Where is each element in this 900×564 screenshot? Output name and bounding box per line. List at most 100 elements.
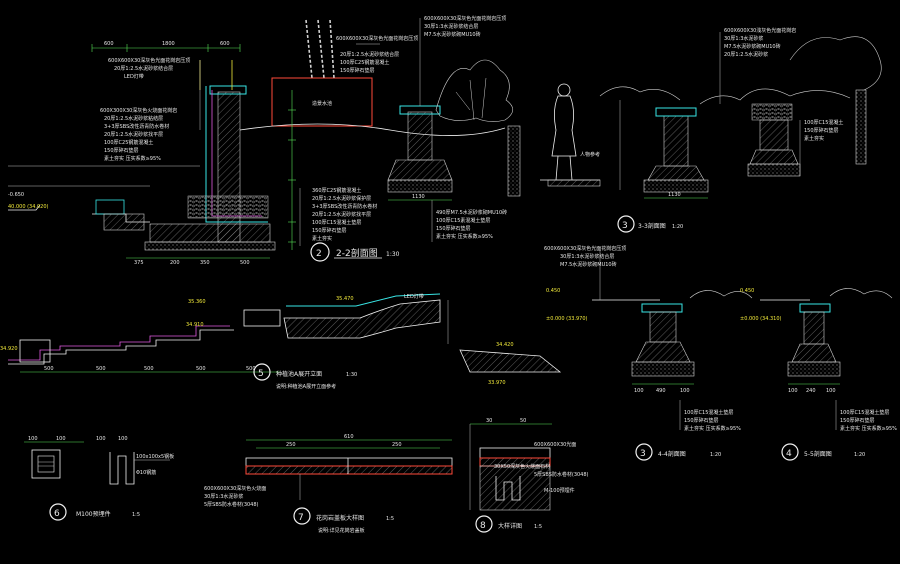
s3-pier-body [663, 115, 689, 167]
elevation-e5: 34.910 [186, 322, 204, 328]
pier-footing [387, 159, 453, 181]
person-icon [551, 83, 577, 181]
m100-embed [495, 476, 521, 501]
callout-s3-4: 20厚1:2.5水泥砂浆 [724, 51, 768, 58]
detail-7: 610 250 250 600X600X30深灰色火烧面 30厚1:3水泥砂浆 … [204, 434, 453, 534]
callout-s4-top1: 600X600X30深灰色光面花岗岩压顶 [544, 245, 626, 252]
wall-coping [209, 85, 247, 95]
dim-s6-3: 100 [96, 436, 106, 442]
callout-side-3: 100厚C25钢筋混凝土 [340, 59, 389, 66]
s7-note: 说明:详见花岗岩盖板 [318, 527, 365, 534]
dim-s2-2: 200 [170, 260, 180, 266]
callout-s2b-6: 150厚碎石垫层 [312, 227, 347, 234]
dim-s2-4: 500 [240, 260, 250, 266]
plate-section [109, 452, 135, 485]
dim-s5-1: 500 [44, 366, 54, 372]
section-title: 4-4剖面图 [658, 450, 686, 458]
callout-s3-6: 150厚碎石垫层 [804, 127, 839, 134]
dim-s4-2: 490 [656, 388, 666, 394]
top-dimension-line: 600 1800 600 [91, 41, 241, 52]
section-scale: 1:20 [672, 224, 683, 230]
callout-mid-7: 素土夯实 压实系数≥95% [436, 233, 493, 240]
plate-plan [31, 449, 61, 479]
elevation-e12: -0.650 [8, 192, 24, 198]
section-number: 7 [298, 513, 304, 523]
section-title-3-3: 3 3-3剖面图 1:20 [617, 215, 683, 233]
callout-left-1: 600X600X30深灰色光面花岗岩压顶 [108, 57, 190, 64]
callout-s8-3: 5厚SBS防水卷材(3048) [534, 471, 589, 478]
base-slab [149, 223, 271, 243]
dim-s7-2: 250 [392, 442, 402, 448]
dim-s8-2: 50 [520, 418, 526, 424]
section-title-6: 6 M100预埋件 1:5 [49, 503, 140, 521]
section-title-2-2: 2 2-2剖面图 1:30 [310, 242, 400, 262]
dim-mid: 1130 [412, 194, 425, 200]
s2-bottom-dims: 375 200 350 500 [126, 257, 270, 266]
callout-s7-1: 600X600X30深灰色火烧面 [204, 485, 266, 492]
ramp-slab [459, 349, 562, 373]
section-5-5: 0.450 ±0.000 (34.310) 100 240 100 100厚C1… [740, 288, 897, 461]
callout-s2b-3: 3+3厚SBS改性沥青防水卷材 [312, 203, 377, 210]
section-number: 6 [54, 509, 60, 519]
elevation-e1: 40.000 (34.020) [8, 204, 49, 210]
callout-s2b-7: 素土夯实 [312, 235, 332, 242]
post [507, 125, 521, 197]
detail-8: 30 50 30X50深灰色火烧面石材 600X600X30光面 5厚SBS防水… [469, 418, 589, 533]
callout-s5b-2: 150厚碎石垫层 [840, 417, 875, 424]
s4-shrub-icon [689, 290, 753, 299]
callout-s8-1: 30X50深灰色火烧面石材 [494, 463, 550, 470]
stone-cap [479, 447, 551, 459]
callout-s4-3: 素土夯实 压实系数≥95% [684, 425, 741, 432]
elevation-e10: 0.450 [740, 288, 754, 294]
s4-gravel [631, 361, 695, 377]
callout-left-6: 3+3厚SBS改性沥青防水卷材 [104, 123, 169, 130]
dim-s5b-2: 240 [806, 388, 816, 394]
section-scale: 1:5 [386, 516, 394, 522]
dim-s5b-3: 100 [826, 388, 836, 394]
section-scale: 1:30 [386, 251, 400, 258]
callout-left-10: 素土夯实 压实系数≥95% [104, 155, 161, 162]
section-scale: 1:20 [854, 452, 865, 458]
m100-label: M-100预埋件 [544, 487, 575, 494]
elevation-e4: 35.470 [336, 296, 354, 302]
callout-s2b-5: 100厚C15混凝土垫层 [312, 219, 361, 226]
section-title: 花岗岩盖板大样图 [316, 514, 364, 522]
section-2-2: 600 1800 600 造景水池 [8, 19, 506, 266]
section-number: 8 [480, 521, 486, 531]
dim-top-1: 600 [104, 41, 114, 47]
callout-left-4: 600X300X30深灰色火烧面花岗岩 [100, 107, 177, 114]
shrub-icon [699, 88, 851, 105]
section-title-5-5: 4 5-5剖面图 1:20 [781, 443, 865, 461]
s5-pier [803, 311, 825, 345]
dim-s6-4: 100 [118, 436, 128, 442]
callout-left-7: 20厚1:2.5水泥砂浆找平层 [104, 131, 163, 138]
s5-note: 说明:种植池A展开立面参考 [276, 383, 336, 390]
callout-s7-3: 5厚SBS防水卷材(3048) [204, 501, 259, 508]
planter-a [283, 299, 441, 339]
water-feature-box [271, 77, 373, 127]
section-title: 大样详图 [498, 522, 522, 530]
soil-line [239, 123, 506, 136]
stair-profile [8, 325, 230, 361]
callout-s3-3: M7.5水泥砂浆砌MU10砖 [724, 43, 781, 50]
dim-s5-3: 500 [144, 366, 154, 372]
callout-s2b-2: 20厚1:2.5水泥砂浆保护层 [312, 195, 371, 202]
callout-mid-6: 150厚碎石垫层 [436, 225, 471, 232]
dim-s4-3: 100 [680, 388, 690, 394]
callout-mid-1: 600X600X30深灰色光面花岗岩压顶 [424, 15, 506, 22]
section-4-4: 0.450 ±0.000 (33.970) 600X600X30深灰色光面花岗岩… [544, 245, 753, 461]
section-title-5: 5 种植池A展开立面 1:30 说明:种植池A展开立面参考 [253, 363, 357, 390]
callout-mid-3: M7.5水泥砂浆砌MU10砖 [424, 31, 481, 38]
section-scale: 1:5 [534, 524, 542, 530]
dim-s7-1: 250 [286, 442, 296, 448]
low-wall [19, 339, 51, 363]
tree-icon [435, 59, 514, 122]
callout-left-2: 20厚1:2.5水泥砂浆结合层 [114, 65, 173, 72]
section-scale: 1:30 [346, 372, 357, 378]
dim-s5-5: 500 [246, 366, 256, 372]
elevation-e3: 35.360 [188, 299, 206, 305]
dim-s6-2: 100 [56, 436, 66, 442]
step-foundation [103, 213, 145, 231]
section-title-4-4: 3 4-4剖面图 1:20 [635, 443, 721, 461]
